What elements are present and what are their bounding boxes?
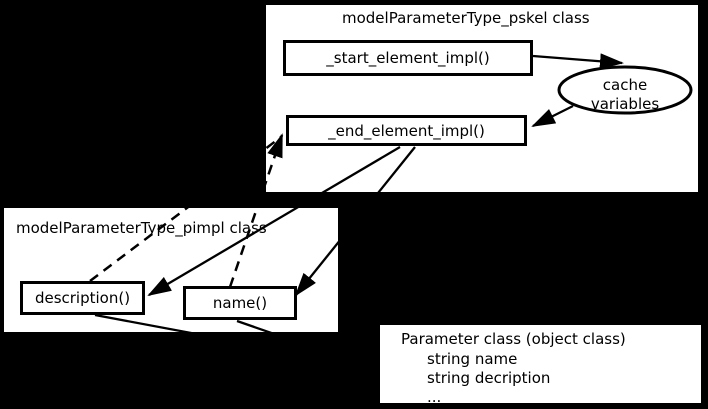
end-element-impl-node: _end_element_impl() bbox=[286, 115, 527, 146]
parameter-field-description: string decription bbox=[427, 369, 551, 387]
pimpl-class-title: modelParameterType_pimpl class bbox=[16, 219, 267, 237]
cache-variables-label: cache variables bbox=[559, 76, 691, 114]
parameter-field-name: string name bbox=[427, 350, 518, 368]
name-node: name() bbox=[183, 286, 297, 320]
parameter-class-title: Parameter class (object class) bbox=[401, 330, 626, 348]
pskel-class-title: modelParameterType_pskel class bbox=[342, 9, 590, 27]
parameter-field-ellipsis: ... bbox=[427, 388, 442, 406]
cache-variables-line1: cache bbox=[602, 76, 648, 94]
description-node: description() bbox=[20, 281, 145, 315]
cache-variables-line2: variables bbox=[590, 95, 660, 113]
parameter-class-box bbox=[378, 323, 703, 405]
start-element-impl-node: _start_element_impl() bbox=[283, 40, 533, 76]
